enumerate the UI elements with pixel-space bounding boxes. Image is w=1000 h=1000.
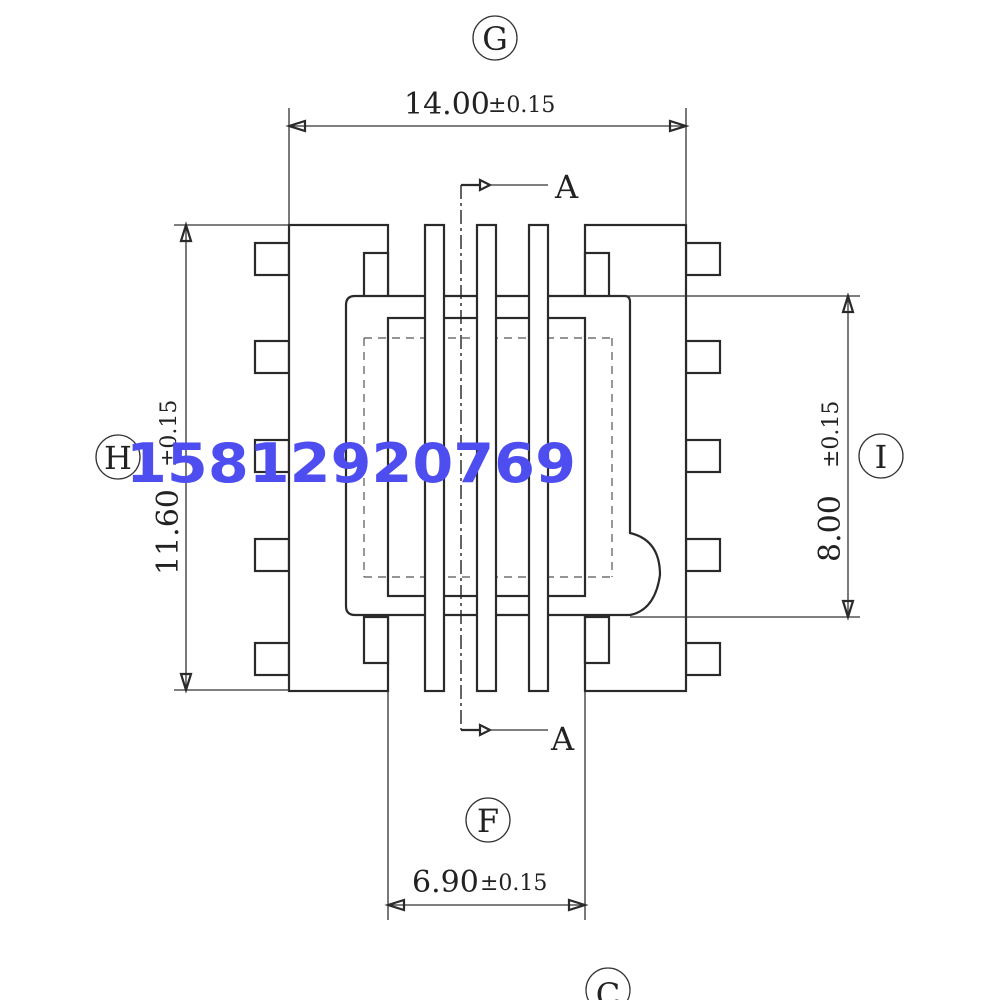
label-c-circle: [585, 967, 631, 1000]
dim-inner-tolerance: ±0.15: [480, 871, 547, 896]
dim-inner-value: 6.90: [412, 865, 479, 900]
label-h: H: [104, 439, 132, 477]
dim-core-value: 8.00: [813, 495, 848, 562]
label-f-circle: [465, 797, 511, 843]
label-i: I: [875, 438, 888, 476]
label-h-circle: [95, 434, 141, 480]
slot-walls: [423, 223, 550, 693]
dim-width-tolerance: ±0.15: [488, 93, 555, 118]
right-pins: [684, 241, 722, 677]
dim-core-tolerance: ±0.15: [819, 401, 844, 468]
label-g-circle: [472, 15, 518, 61]
phone-watermark: 15812920769: [126, 432, 576, 495]
label-i-circle: [858, 433, 904, 479]
dim-width-value: 14.00: [404, 87, 490, 122]
label-g: G: [482, 20, 508, 58]
label-f: F: [477, 802, 499, 840]
section-mark-bottom: A: [550, 720, 575, 758]
left-pins: [253, 241, 291, 677]
label-c: C: [596, 976, 620, 1000]
dim-height-value: 11.60: [151, 489, 186, 575]
section-mark-top: A: [554, 168, 579, 206]
dim-height-tolerance: ±0.15: [157, 400, 182, 467]
